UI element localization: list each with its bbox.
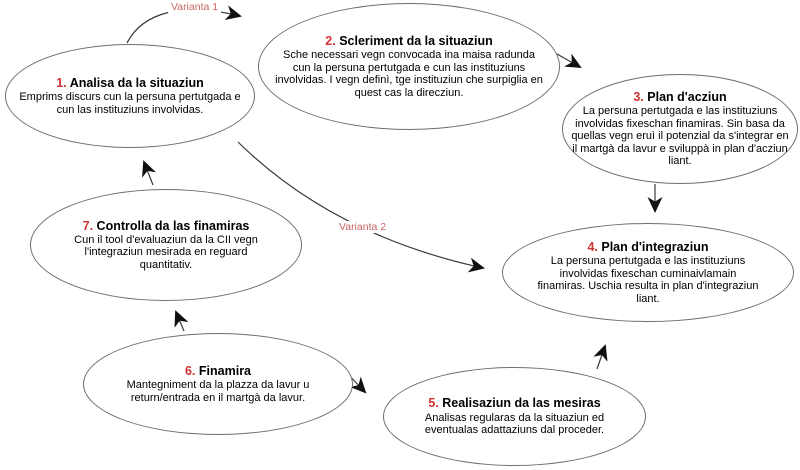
node-body: La persuna pertutgada e las instituziuns… (537, 255, 759, 305)
node-title: 6. Finamira (185, 364, 251, 378)
node-number: 5. (428, 396, 439, 411)
arrow-1-to-2-varianta1 (126, 5, 242, 44)
node-title: 2. Scleriment da la situaziun (325, 34, 492, 48)
arrow-6-to-7 (174, 310, 189, 332)
node-6-finamira: 6. Finamira Mantegniment da la plazza da… (83, 333, 353, 435)
node-title-text: Plan d'integraziun (601, 239, 709, 254)
node-4-plan-dintegraziun: 4. Plan d'integraziun La persuna pertutg… (502, 223, 794, 322)
node-title: 4. Plan d'integraziun (587, 240, 708, 254)
node-number: 3. (633, 89, 644, 104)
arrow-1-to-4-varianta2 (237, 141, 485, 273)
node-number: 4. (587, 239, 598, 254)
varianta-1-label: Varianta 1 (168, 1, 222, 13)
node-title: 5. Realisaziun da las mesiras (428, 396, 600, 410)
node-body: Analisas regularas da la situaziun ed ev… (424, 411, 605, 437)
node-body: Sche necessari vegn convocada ina maisa … (275, 49, 543, 99)
node-body: La persuna pertutgada e las instituziuns… (571, 105, 789, 168)
node-number: 2. (325, 33, 336, 48)
arrow-2-to-3 (556, 53, 582, 68)
node-title-text: Realisaziun da las mesiras (442, 396, 601, 411)
varianta-2-label: Varianta 2 (336, 221, 390, 233)
node-body: Cun il tool d'evaluaziun da la CII vegn … (74, 233, 258, 271)
node-3-plan-dacziun: 3. Plan d'acziun La persuna pertutgada e… (562, 74, 798, 184)
arrow-7-to-1 (142, 160, 157, 186)
node-title: 3. Plan d'acziun (633, 90, 726, 104)
node-number: 7. (82, 218, 94, 233)
node-2-scleriment-da-la-situaziun: 2. Scleriment da la situaziun Sche neces… (258, 3, 560, 130)
node-title-text: Plan d'acziun (647, 89, 727, 104)
node-7-controlla-da-las-finamiras: 7. Controlla da las finamiras Cun il too… (30, 189, 302, 301)
node-title: 7. Controlla da las finamiras (83, 219, 250, 233)
node-title-text: Controlla da las finamiras (96, 218, 250, 233)
node-1-analisa-da-la-situaziun: 1. Analisa da la situaziun Emprims discu… (5, 44, 255, 148)
node-body: Mantegniment da la plazza da lavur u ret… (126, 379, 310, 404)
node-body: Emprims discurs cun la persuna pertutgad… (19, 91, 241, 116)
node-number: 6. (184, 363, 196, 378)
node-title-text: Scleriment da la situaziun (339, 33, 493, 48)
node-title: 1. Analisa da la situaziun (56, 76, 204, 90)
node-number: 1. (56, 75, 67, 90)
node-5-realisaziun-da-las-mesiras: 5. Realisaziun da las mesiras Analisas r… (383, 367, 646, 466)
arrow-5-to-4 (593, 344, 608, 370)
node-title-text: Analisa da la situaziun (69, 75, 204, 90)
node-title-text: Finamira (198, 363, 252, 378)
